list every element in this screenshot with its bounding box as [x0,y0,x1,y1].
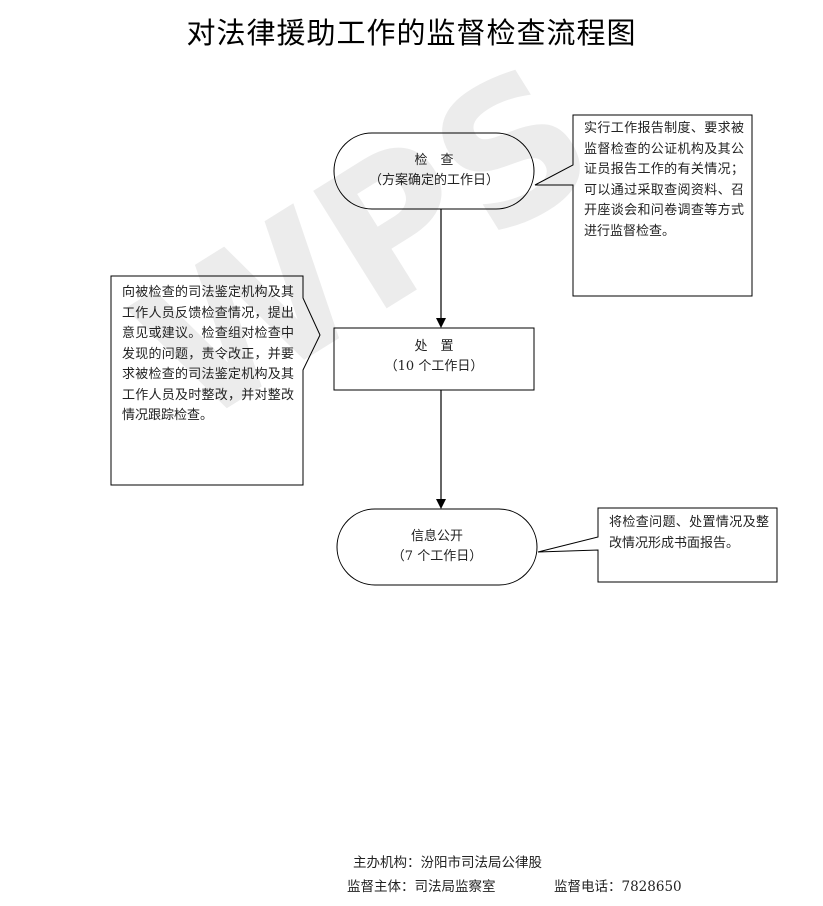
inspect-node-text: 检 查 （方案确定的工作日） [334,151,534,191]
handle-duration: （10 个工作日） [384,359,484,374]
handle-node [333,327,535,391]
footer-organizer: 主办机构：汾阳市司法局公律股 [353,855,542,871]
disclose-label: 信息公开 [410,529,463,544]
page-title: 对法律援助工作的监督检查流程图 [186,16,637,50]
handle-note-text: 向被检查的司法鉴定机构及其工作人员反馈检查情况，提出意见或建议。检查组对检查中发… [122,285,294,423]
disclose-note-callout [537,507,778,583]
footer-supervisor: 监督主体：司法局监察室 [347,879,496,895]
footer-phone: 监督电话：7828650 [554,879,682,895]
inspect-note-text: 实行工作报告制度、要求被监督检查的公证机构及其公证员报告工作的有关情况；可以通过… [584,121,744,239]
handle-node-text: 处 置 （10 个工作日） [334,337,534,377]
inspect-duration: （方案确定的工作日） [368,173,499,188]
disclose-node [336,508,538,586]
handle-note-callout [110,275,321,486]
disclose-node-text: 信息公开 （7 个工作日） [337,527,537,567]
disclose-note-text: 将检查问题、处置情况及整改情况形成书面报告。 [609,515,769,551]
handle-label: 处 置 [414,339,454,354]
inspect-label: 检 查 [414,153,454,168]
inspect-note-callout [534,114,753,297]
inspect-node [333,132,535,210]
disclose-duration: （7 个工作日） [391,549,483,564]
